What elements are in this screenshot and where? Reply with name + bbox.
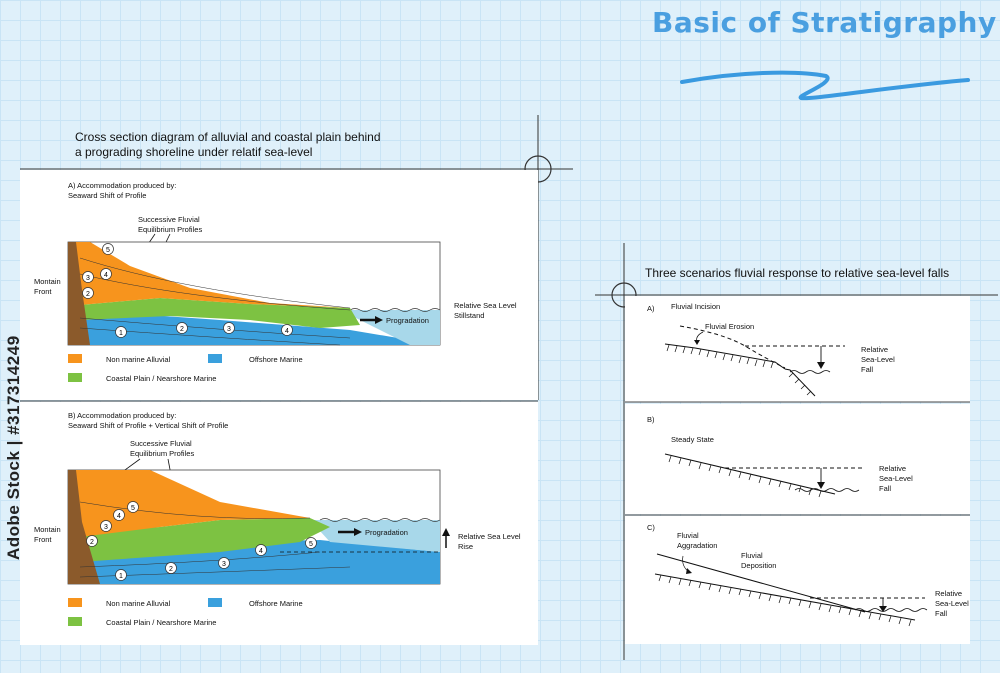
legend-b-coastal-swatch <box>68 617 82 626</box>
panel-b-label-1: B) Accommodation produced by: <box>68 411 176 420</box>
panel-b-sea-1: Relative Sea Level <box>458 532 521 541</box>
panel-a-sea-2: Stillstand <box>454 311 484 320</box>
legend-b-coastal-label: Coastal Plain / Nearshore Marine <box>106 618 216 627</box>
legend-a-alluvial-swatch <box>68 354 82 363</box>
legend-b-offshore-label: Offshore Marine <box>249 599 303 608</box>
scenario-a-diagram: A) Fluvial Incision Fluvial Erosion Rela… <box>647 302 895 397</box>
panel-a-lower-4: 4 <box>285 328 289 335</box>
scenario-b-steady: Steady State <box>671 435 714 444</box>
legend-b-alluvial-swatch <box>68 598 82 607</box>
scenario-a-fall-3: Fall <box>861 365 873 374</box>
page-title: Basic of Stratigraphy <box>652 6 997 39</box>
panel-a-mountain <box>68 242 90 345</box>
scenario-a-fall-1: Relative <box>861 345 888 354</box>
legend-a-coastal-swatch <box>68 373 82 382</box>
scenario-c-aggradation-1: Fluvial <box>677 531 699 540</box>
panel-b-label-2: Seaward Shift of Profile + Vertical Shif… <box>68 421 228 430</box>
panel-a-lower-3: 3 <box>227 326 231 333</box>
panel-b-alluvial-layer <box>72 470 310 537</box>
scenario-b-label: B) <box>647 415 655 424</box>
title-underline-swoosh <box>680 70 970 101</box>
legend-b-offshore-swatch <box>208 598 222 607</box>
panel-a-marker-3: 3 <box>86 275 90 282</box>
scenario-c-label: C) <box>647 523 655 532</box>
panel-b-mountain <box>68 470 100 584</box>
scenario-c-fall-2: Sea-Level <box>935 599 969 608</box>
panel-a-alluvial-layer <box>72 242 350 308</box>
panel-b-lower-5: 5 <box>309 541 313 548</box>
scenario-dividers <box>625 401 970 516</box>
scenario-c-fall-1: Relative <box>935 589 962 598</box>
scenario-c-deposition-2: Deposition <box>741 561 776 570</box>
panel-a-lower-markers: 1 2 3 4 <box>115 322 293 338</box>
panel-b-lower-3: 3 <box>222 561 226 568</box>
left-heading-line1: Cross section diagram of alluvial and co… <box>75 130 381 144</box>
left-heading: Cross section diagram of alluvial and co… <box>75 130 381 160</box>
panel-a-profiles-1: Successive Fluvial <box>138 215 200 224</box>
panel-b-diagram: B) Accommodation produced by: Seaward Sh… <box>34 411 521 627</box>
panel-a-front-2: Front <box>34 287 52 296</box>
scenario-a-erosion: Fluvial Erosion <box>705 322 754 331</box>
panel-a-profiles-2: Equilibrium Profiles <box>138 225 202 234</box>
panel-a-front-1: Montain <box>34 277 61 286</box>
panel-a-offshore-layer <box>80 310 440 345</box>
scenario-a-panel <box>625 296 970 402</box>
panel-b-profiles-1: Successive Fluvial <box>130 439 192 448</box>
panel-b-lower-2: 2 <box>169 566 173 573</box>
scenario-c-diagram: C) Fluvial Aggradation Fluvial Depositio… <box>647 523 969 627</box>
scenario-b-fall-1: Relative <box>879 464 906 473</box>
legend-a-offshore-swatch <box>208 354 222 363</box>
legend-a-offshore-label: Offshore Marine <box>249 355 303 364</box>
scenario-c-panel <box>625 516 970 644</box>
panel-b-marker-5: 5 <box>131 505 135 512</box>
legend-a-coastal-label: Coastal Plain / Nearshore Marine <box>106 374 216 383</box>
panel-b-profiles-2: Equilibrium Profiles <box>130 449 194 458</box>
panel-a-marker-2: 2 <box>86 291 90 298</box>
panel-b-sea <box>310 520 440 552</box>
scenario-a-fall-2: Sea-Level <box>861 355 895 364</box>
panel-b-progradation: Progradation <box>365 528 408 537</box>
panel-b-marker-4: 4 <box>117 513 121 520</box>
scenario-b-fall-3: Fall <box>879 484 891 493</box>
panel-b-lower-markers: 1 2 3 4 5 <box>115 537 317 581</box>
panel-b-sea-2: Rise <box>458 542 473 551</box>
panel-a-lower-1: 1 <box>119 330 123 337</box>
panel-b-lower-1: 1 <box>119 573 123 580</box>
scenario-a-incision: Fluvial Incision <box>671 302 720 311</box>
panel-b-marker-2: 2 <box>90 539 94 546</box>
panel-a-label-1: A) Accommodation produced by: <box>68 181 176 190</box>
left-heading-line2: a prograding shoreline under relatif sea… <box>75 145 313 159</box>
legend-a-alluvial-label: Non marine Alluvial <box>106 355 171 364</box>
scenario-c-aggradation-2: Aggradation <box>677 541 717 550</box>
scenario-c-deposition-1: Fluvial <box>741 551 763 560</box>
scenario-c-fall-3: Fall <box>935 609 947 618</box>
panel-a-coastal-layer <box>80 298 360 328</box>
right-heading: Three scenarios fluvial response to rela… <box>645 266 950 280</box>
scenario-b-fall-2: Sea-Level <box>879 474 913 483</box>
panel-a-upper-markers: 5 4 3 2 <box>82 243 114 299</box>
panel-a-progradation: Progradation <box>386 316 429 325</box>
panel-b-front-2: Front <box>34 535 52 544</box>
scenario-b-diagram: B) Steady State Relative Sea-Level Fall <box>647 415 913 498</box>
scenario-a-label: A) <box>647 304 655 313</box>
stock-watermark: Adobe Stock | #317314249 <box>4 335 23 560</box>
panel-b-lower-4: 4 <box>259 548 263 555</box>
panel-a-label-2: Seaward Shift of Profile <box>68 191 146 200</box>
panel-b-marker-3: 3 <box>104 524 108 531</box>
panel-a-lower-2: 2 <box>180 326 184 333</box>
panel-a-marker-5: 5 <box>106 247 110 254</box>
panel-a-diagram: A) Accommodation produced by: Seaward Sh… <box>34 181 517 383</box>
panel-a-sea-1: Relative Sea Level <box>454 301 517 310</box>
panel-divider <box>20 400 538 402</box>
panel-b-upper-markers: 5 4 3 2 <box>86 501 139 547</box>
panel-b-front-1: Montain <box>34 525 61 534</box>
scenario-b-panel <box>625 404 970 514</box>
legend-b-alluvial-label: Non marine Alluvial <box>106 599 171 608</box>
panel-a-marker-4: 4 <box>104 272 108 279</box>
